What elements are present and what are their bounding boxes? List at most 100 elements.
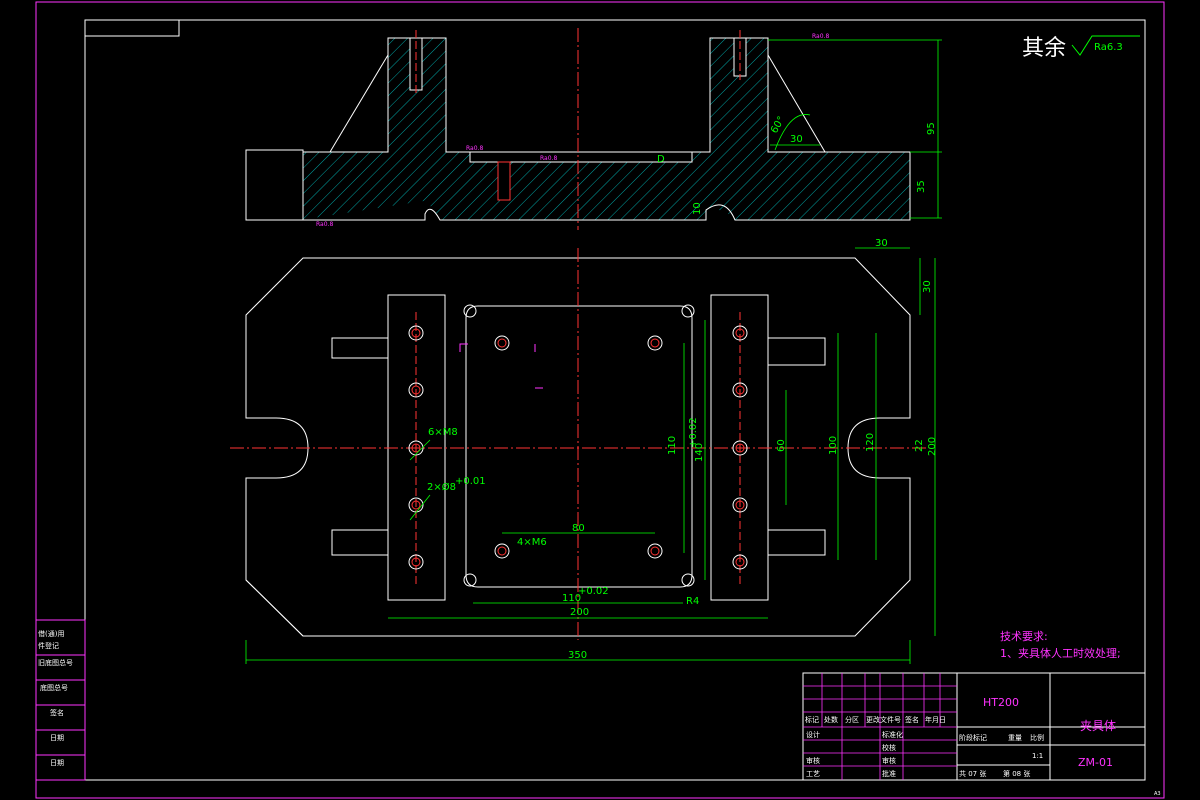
roughness-mark-4: Ra0.8 <box>316 221 333 228</box>
hole <box>494 543 510 559</box>
side-table-cell: 日期 <box>50 759 64 767</box>
hole <box>408 440 424 456</box>
hole-thread <box>497 546 507 556</box>
hole <box>647 543 663 559</box>
dim-100: 100 <box>828 436 839 455</box>
corner-mark: A3 <box>1154 791 1161 797</box>
hole <box>732 497 748 513</box>
row-review: 审核 <box>806 756 820 765</box>
side-table-cell: 底图总号 <box>40 683 68 692</box>
stage-label: 阶段标记 <box>959 733 987 742</box>
hole-thread <box>735 557 745 567</box>
dim-30-side: 30 <box>922 280 933 293</box>
side-table-cell: 旧底图总号 <box>38 658 73 667</box>
hole <box>732 554 748 570</box>
roughness-mark-2: Ra0.8 <box>466 145 483 152</box>
tech-req-title: 技术要求: <box>1000 630 1048 643</box>
dim-110-bottom: 110 <box>562 593 581 604</box>
side-table-cell: 日期 <box>50 734 64 742</box>
tech-req-item: 1、夹具体人工时效处理; <box>1000 646 1121 660</box>
hole-thread <box>735 443 745 453</box>
top-view-dimensions: 30 30 200 22 120 100 60 110 140 +0.02 80… <box>245 238 938 664</box>
dim-200-bottom: 200 <box>570 607 589 618</box>
hole-thread <box>411 443 421 453</box>
hole-thread <box>411 328 421 338</box>
row-design: 设计 <box>806 730 820 739</box>
part-name: 夹具体 <box>1080 719 1116 733</box>
hole <box>408 382 424 398</box>
drawing-no: ZM-01 <box>1078 756 1113 769</box>
row-std: 标准化 <box>882 730 903 739</box>
hole <box>647 335 663 351</box>
dim-60: 60 <box>776 439 787 452</box>
dim-35: 35 <box>916 180 927 193</box>
row-audit: 审核 <box>882 756 896 765</box>
row-check: 校核 <box>882 743 896 752</box>
dim-120: 120 <box>865 433 876 452</box>
weight-label: 重量 <box>1008 734 1022 742</box>
hole-thread <box>735 500 745 510</box>
sheets-total: 共 07 张 <box>959 769 986 778</box>
hole-thread <box>497 338 507 348</box>
rev-header: 标记 <box>805 715 819 724</box>
dim-2x8: 2×Ø8 <box>427 481 456 493</box>
row-process: 工艺 <box>806 770 820 778</box>
material: HT200 <box>983 696 1019 709</box>
side-table-cell: 签名 <box>50 708 64 717</box>
dim-D: D <box>657 154 665 165</box>
rev-header: 更改文件号 <box>866 715 901 724</box>
row-approve: 批准 <box>882 769 896 778</box>
dim-22: 22 <box>914 439 925 452</box>
dim-200: 200 <box>927 437 938 456</box>
dim-2x8-tol: +0.01 <box>455 476 486 487</box>
rev-header: 处数 <box>824 715 838 724</box>
roughness-default-value: Ra6.3 <box>1094 42 1123 53</box>
hole-thread <box>411 385 421 395</box>
dim-95: 95 <box>926 122 937 135</box>
top-plan-view <box>230 248 930 640</box>
hole <box>732 382 748 398</box>
dim-4m6: 4×M6 <box>517 537 547 548</box>
rev-header: 分区 <box>845 715 859 724</box>
dim-R4: R4 <box>686 596 699 607</box>
dim-30-front: 30 <box>790 134 803 145</box>
side-table-cell: 借(通)用 <box>38 629 64 638</box>
side-table-cell: 件登记 <box>38 641 59 650</box>
scale-label: 比例 <box>1030 733 1044 742</box>
hole-thread <box>411 557 421 567</box>
front-section-view: 95 35 10 30 60° D Ra0.8 Ra0.8 Ra0.8 Ra0.… <box>245 28 942 230</box>
roughness-mark-1: Ra0.8 <box>812 33 829 40</box>
roughness-default-prefix: 其余 <box>1022 36 1066 61</box>
roughness-mark-3: Ra0.8 <box>540 155 557 162</box>
angle-label: 60° <box>769 115 787 136</box>
hole-thread <box>650 546 660 556</box>
rev-header: 年月日 <box>925 715 946 724</box>
hole-group <box>408 325 748 570</box>
dim-110-bottom-tol: +0.02 <box>578 586 609 597</box>
hole-thread <box>735 328 745 338</box>
dim-6m8: 6×M8 <box>428 427 458 438</box>
scale-value: 1:1 <box>1032 752 1043 760</box>
dim-80: 80 <box>572 523 585 534</box>
title-block: 标记 处数 分区 更改文件号 签名 年月日 设计 标准化 校核 审核 审核 工艺… <box>802 672 1146 781</box>
outer-frame <box>35 1 1165 799</box>
hole-thread <box>411 500 421 510</box>
corner-label-box <box>84 19 180 37</box>
rev-header: 签名 <box>905 715 919 724</box>
sheet-no: 第 08 张 <box>1003 769 1030 778</box>
inner-frame <box>84 19 1146 781</box>
hole-thread <box>650 338 660 348</box>
hole <box>732 440 748 456</box>
hole-thread <box>735 385 745 395</box>
dim-30-top: 30 <box>875 238 888 249</box>
dim-350: 350 <box>568 650 587 661</box>
hole <box>732 325 748 341</box>
dim-140-tol: +0.02 <box>688 417 699 448</box>
dim-10: 10 <box>692 202 703 215</box>
hole <box>408 325 424 341</box>
hole <box>408 554 424 570</box>
dim-140: 140 <box>694 443 705 462</box>
side-table: 借(通)用 件登记 旧底图总号 底图总号 签名 日期 日期 <box>35 619 86 781</box>
dim-110: 110 <box>667 436 678 455</box>
